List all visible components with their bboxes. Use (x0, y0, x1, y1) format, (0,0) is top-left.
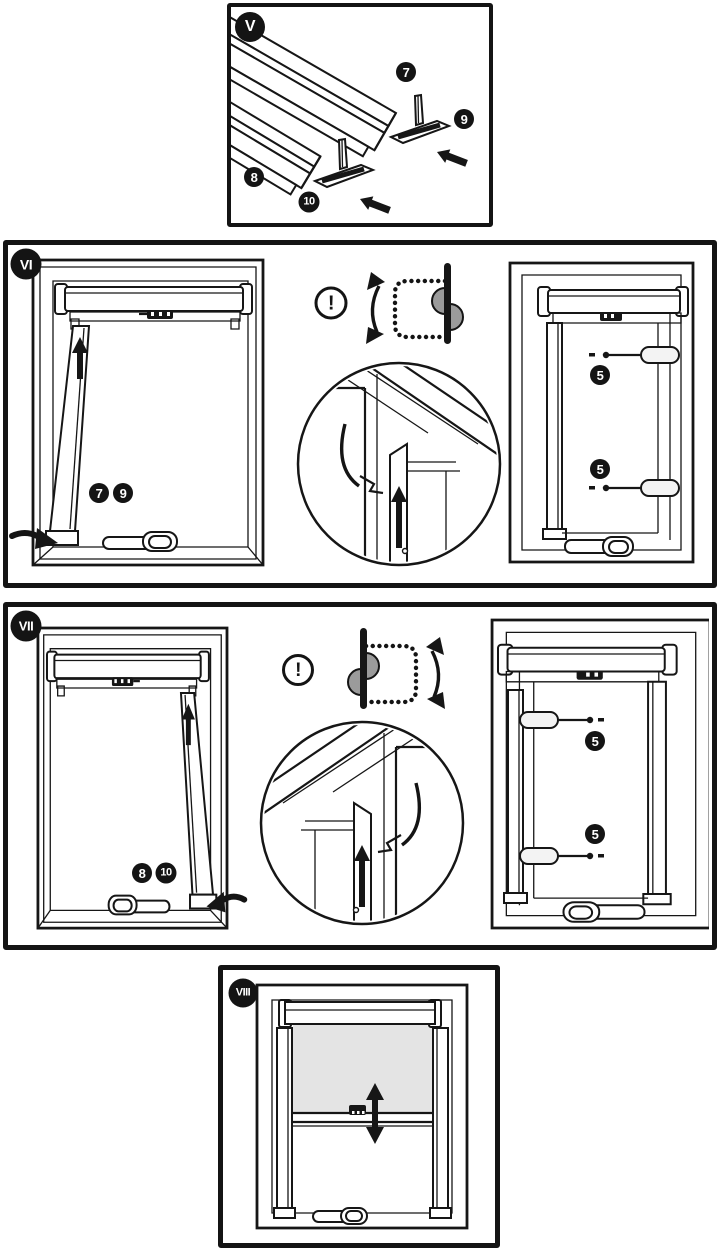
clip-pivot-diagram (366, 263, 463, 344)
part-label-8: 8 (132, 863, 152, 883)
screw-top (520, 712, 604, 728)
panel-step-vii (3, 602, 717, 950)
magnifier-detail (241, 700, 471, 927)
bracket-9 (391, 95, 449, 143)
screw-label-5: 5 (590, 459, 610, 479)
warning-icon: ! (314, 286, 348, 320)
part-label-9: 9 (113, 483, 133, 503)
screw-bottom (589, 480, 679, 496)
panel-vii-illustration (8, 618, 709, 948)
clip-pivot-diagram (348, 628, 445, 709)
panel-step-v (227, 3, 493, 227)
step-badge-vii: VII (10, 610, 42, 642)
insert-arrow-10 (357, 192, 393, 218)
step-badge-v: V (235, 12, 265, 42)
panel-vi-illustration (8, 248, 695, 586)
screw-label-5: 5 (590, 365, 610, 385)
warning-icon: ! (282, 654, 314, 686)
finished-window (257, 985, 467, 1228)
up-down-arrow (366, 1083, 384, 1144)
panel-viii-illustration (223, 970, 495, 1243)
part-label-9: 9 (454, 109, 474, 129)
panel-v-illustration (231, 7, 470, 218)
screw-label-5: 5 (585, 824, 605, 844)
part-label-10: 10 (155, 862, 177, 884)
window-insert-left-rail (12, 260, 263, 565)
magnifier-detail (290, 341, 520, 568)
panel-step-viii (218, 965, 500, 1248)
part-label-7: 7 (89, 483, 109, 503)
window-screw-right-rail (490, 618, 709, 930)
step-badge-viii: VIII (228, 978, 258, 1008)
window-screw-left-rail (508, 261, 695, 564)
panel-step-vi (3, 240, 717, 588)
screw-bottom (520, 848, 604, 864)
step-badge-vi: VI (10, 248, 42, 280)
part-label-8: 8 (244, 167, 264, 187)
screw-top (589, 347, 679, 363)
part-label-7: 7 (396, 62, 416, 82)
window-insert-right-rail (38, 628, 244, 928)
screw-label-5: 5 (585, 731, 605, 751)
insert-arrow-9 (434, 145, 470, 171)
part-label-10: 10 (298, 191, 320, 213)
